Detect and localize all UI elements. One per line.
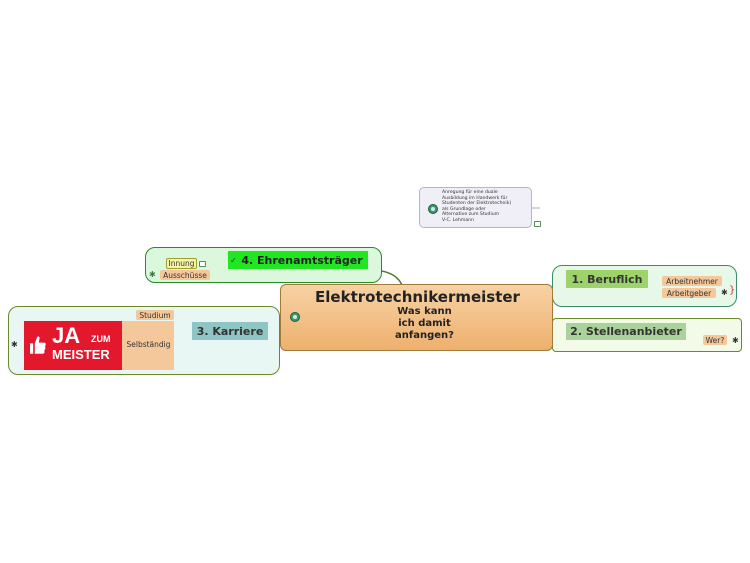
subtopic-selbstaendig: Selbständig xyxy=(126,340,171,349)
subtopic-studium[interactable]: Studium xyxy=(136,310,174,320)
note-text: Anregung für eine duale Ausbildung im Ha… xyxy=(442,190,532,224)
beruflich-expand-icon[interactable]: ✱ xyxy=(721,288,728,297)
central-title: Elektrotechnikermeister xyxy=(315,288,520,306)
note-line: als Grundlage oder xyxy=(442,206,486,212)
innung-link-icon[interactable] xyxy=(199,261,206,267)
note-line: V-C. Lehmann xyxy=(442,217,474,223)
subtopic-arbeitnehmer[interactable]: Arbeitnehmer xyxy=(662,276,722,286)
subtopic-innung[interactable]: Innung xyxy=(166,258,197,269)
logo-zum-text: ZUM xyxy=(91,334,111,344)
note-line: Anregung für eine duale xyxy=(442,190,498,195)
note-link-icon[interactable] xyxy=(534,221,541,227)
topic-karriere[interactable]: 3. Karriere xyxy=(192,322,268,340)
subtopic-arbeitgeber[interactable]: Arbeitgeber xyxy=(662,288,716,298)
central-note-icon[interactable] xyxy=(290,312,300,322)
note-line: Studenten der Elektrotechnik) xyxy=(442,201,512,207)
central-topic[interactable]: Elektrotechnikermeister Was kann ich dam… xyxy=(280,284,553,351)
note-line: Alternative zum Studium xyxy=(442,212,500,218)
subtopic-wer[interactable]: Wer? xyxy=(703,335,727,345)
check-icon: ✓ xyxy=(230,256,237,265)
central-subtitle-line: Was kann xyxy=(397,306,452,317)
selbstaendig-box[interactable]: JA ZUM MEISTER Selbständig xyxy=(24,321,174,370)
beruflich-bracket-icon: } xyxy=(729,285,736,296)
ja-zum-meister-logo: JA ZUM MEISTER xyxy=(24,321,122,370)
stellen-expand-icon[interactable]: ✱ xyxy=(732,336,739,345)
topic-stellenanbieter[interactable]: 2. Stellenanbieter xyxy=(566,323,686,340)
central-subtitle-line: anfangen? xyxy=(395,330,454,341)
note-box[interactable]: Anregung für eine duale Ausbildung im Ha… xyxy=(419,187,532,228)
ehrenamt-expand-icon[interactable]: ✱ xyxy=(149,270,156,279)
note-icon xyxy=(428,204,438,214)
topic-beruflich[interactable]: 1. Beruflich xyxy=(566,270,648,288)
central-subtitle: Was kann ich damit anfangen? xyxy=(281,306,568,342)
central-subtitle-line: ich damit xyxy=(398,318,451,329)
note-line: Ausbildung im Handwerk für xyxy=(442,195,508,201)
karriere-expand-icon[interactable]: ✱ xyxy=(11,340,18,349)
logo-meister-text: MEISTER xyxy=(52,347,110,362)
logo-ja-text: JA xyxy=(52,323,81,348)
topic-ehrenamtstraeger[interactable]: 4. Ehrenamtsträger xyxy=(228,251,368,269)
thumbs-up-icon xyxy=(30,336,46,354)
subtopic-ausschuesse[interactable]: Ausschüsse xyxy=(160,270,210,280)
